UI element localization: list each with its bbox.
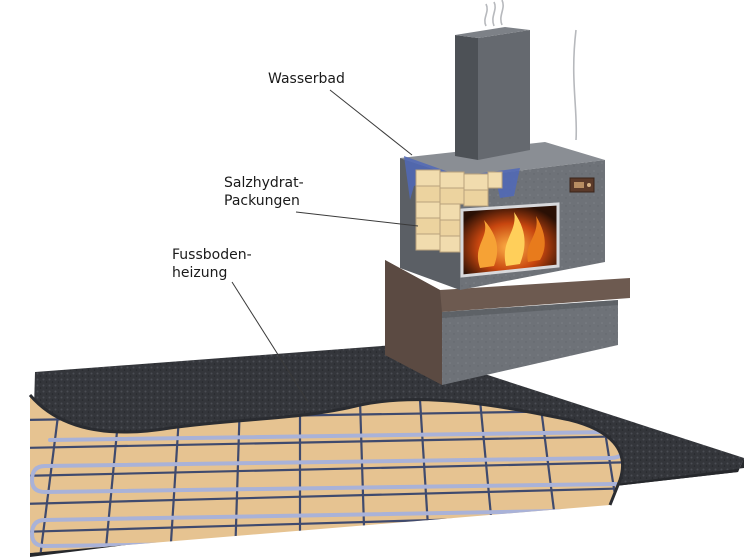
label-salzhydrat-line2: Packungen xyxy=(224,193,300,209)
label-fussboden-line1: Fussboden- xyxy=(172,247,252,263)
control-panel-icon xyxy=(569,177,595,193)
leader-lines xyxy=(231,89,419,403)
label-salzhydrat-line1: Salzhydrat- xyxy=(224,175,304,191)
fire-box xyxy=(460,202,560,278)
heating-pipes xyxy=(30,429,623,549)
label-fussboden-line2: heizung xyxy=(172,265,228,281)
chimney xyxy=(455,27,530,160)
salt-hydrate-packs xyxy=(415,169,503,253)
fireplace-base xyxy=(385,260,630,385)
leader-line-wasserbad xyxy=(329,89,413,156)
leader-line-salzhydrat xyxy=(295,211,419,227)
screed-edge xyxy=(28,394,625,506)
smoke xyxy=(484,0,578,141)
leader-line-fussboden xyxy=(231,281,309,403)
label-wasserbad: Wasserbad xyxy=(268,71,345,87)
